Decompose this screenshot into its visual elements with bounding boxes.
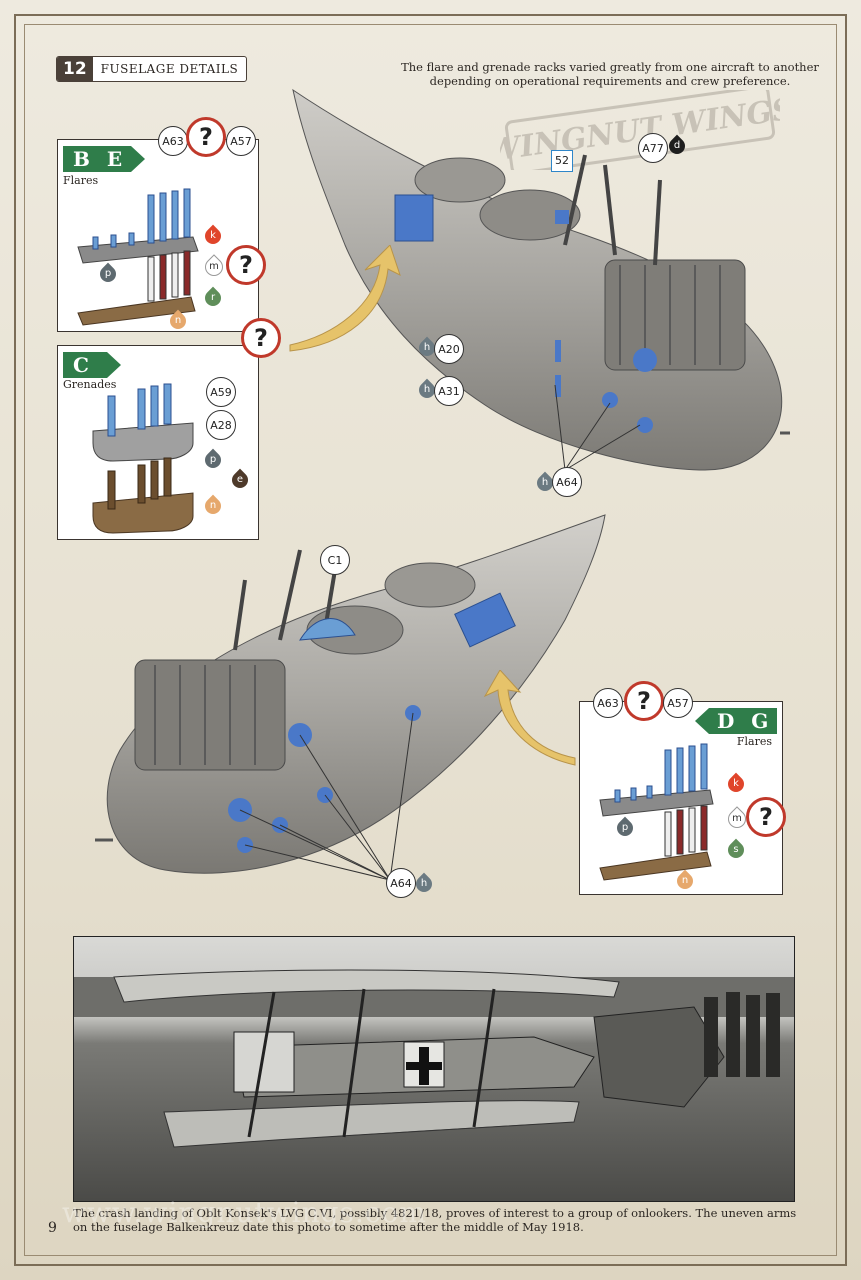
callout-a64: A64 [552,467,582,497]
step-number: 12 [57,57,93,81]
engine-cylinders-lower [154,665,256,765]
cabane-struts [563,154,662,266]
color-drop-p: p [96,262,120,286]
question-mark-c: ? [241,318,281,358]
callout-a77: A77 [638,133,668,163]
color-drop-r: r [201,286,225,310]
callout-c1: C1 [320,545,350,575]
panel-bef-subtitle: Flares [63,174,99,187]
machine-gun-mount-part [555,210,569,224]
color-drop-k: k [724,772,748,796]
step-part [555,340,561,362]
upper-assembly-arrow [289,245,401,352]
question-mark-dg-2: ? [746,797,786,837]
vent-part [633,348,657,372]
a64-leader-lines-lower [239,712,414,881]
step-part [555,375,561,397]
flare-rack-part [394,194,434,242]
callout-a64-lower: A64 [386,868,416,898]
crashed-aircraft-photo [74,937,794,1201]
upper-fuselage-illustration [292,88,790,471]
engine-block-lower [134,659,286,771]
engine-cylinders [619,265,721,365]
callout-dg-a63: A63 [593,688,623,718]
photo-caption: The crash landing of Oblt Konsek's LVG C… [73,1206,797,1234]
historic-photo [73,936,795,1202]
question-mark-bef-2: ? [226,245,266,285]
panel-c-banner: C [63,352,121,378]
color-drop-s: s [724,838,748,862]
cockpit-front [414,157,506,203]
step-title: FUSELAGE DETAILS [100,62,239,76]
flare-rack-drawing-dg [599,743,714,881]
lower-assembly-arrow [483,670,576,766]
panel-c-grenades: C Grenades [57,345,259,540]
color-drop-n: n [673,869,697,893]
color-drop-h: h [412,872,436,896]
color-drop-n: n [166,309,190,333]
callout-a20: A20 [434,334,464,364]
panel-dg-flares: D G Flares [579,701,783,895]
page-border-inner [24,24,837,1256]
color-drop-k: k [201,224,225,248]
intro-text: The flare and grenade racks varied great… [401,60,819,88]
color-drop-p: p [613,816,637,840]
footer-watermark-url: www.wingnutwings.com [62,1196,427,1229]
lower-fuselage-illustration [95,514,606,881]
panel-bef-banner: B E F [63,146,145,172]
question-mark-dg-1: ? [624,681,664,721]
page-number: 9 [48,1220,57,1236]
color-drop-d: d [665,134,689,158]
c1-windscreen-part [299,618,356,641]
panel-dg-banner: D G [695,708,777,734]
panel-c-subtitle: Grenades [63,378,117,391]
panel-bef-flares: B E F Flares [57,139,259,332]
flare-rack-drawing [77,188,199,326]
callout-a31: A31 [434,376,464,406]
callout-bef-a57: A57 [226,126,256,156]
cockpit-rear [479,189,581,241]
callout-dg-a57: A57 [663,688,693,718]
page-border-outer [14,14,847,1266]
question-mark-bef-1: ? [186,117,226,157]
grenade-rack-drawing [92,383,194,534]
color-drop-e: e [228,468,252,492]
panel-dg-subtitle: Flares [736,735,772,748]
cockpit-front-lower [384,562,476,608]
vent-part [602,392,618,408]
callout-c-a28: A28 [206,410,236,440]
color-drop-p: p [201,448,225,472]
flare-rack-part-lower [454,592,516,648]
step-header: 12 FUSELAGE DETAILS [56,56,248,82]
a64-leader-lines [554,384,641,471]
callout-c-a59: A59 [206,377,236,407]
callout-part-52: 52 [551,150,573,172]
engine-block [604,259,746,371]
callout-bef-a63: A63 [158,126,188,156]
vent-part [637,417,653,433]
